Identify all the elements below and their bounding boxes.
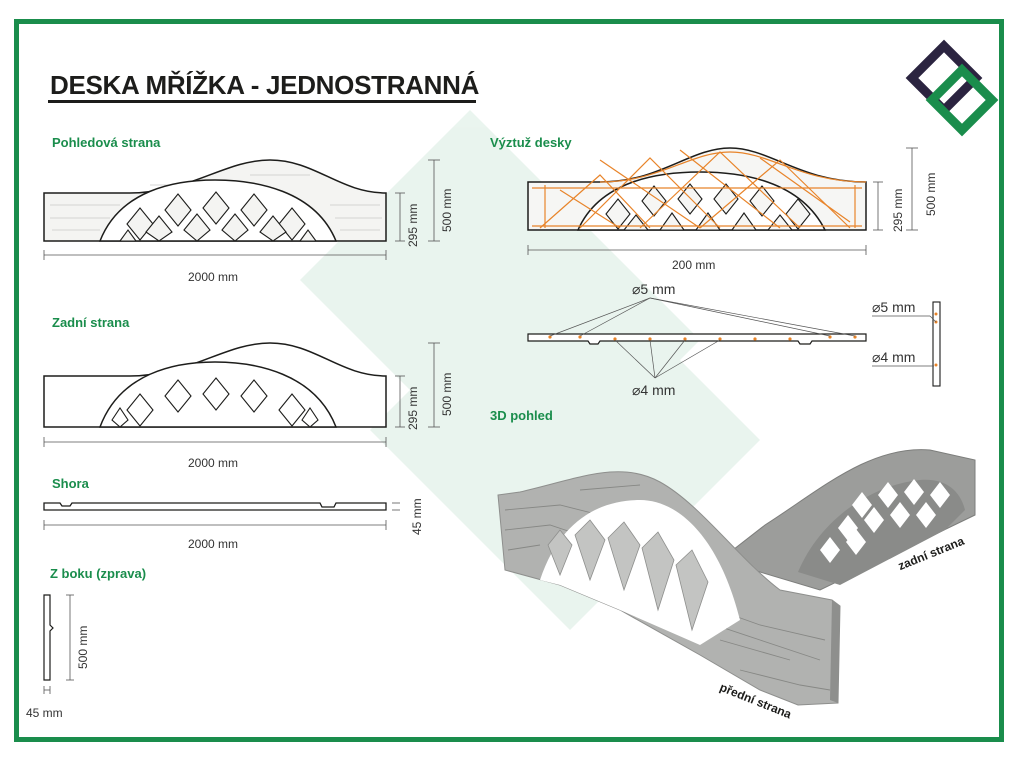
section-back-label: Zadní strana (52, 315, 130, 330)
section-side-label: Z boku (zprava) (50, 566, 147, 581)
side-rod-4mm-label: ⌀4 mm (872, 349, 916, 365)
section-front-label: Pohledová strana (52, 135, 161, 150)
title-underline (48, 100, 476, 103)
green-frame (14, 19, 1004, 742)
rod-4mm-label: ⌀4 mm (632, 382, 676, 398)
front-500-dimension: 500 mm (440, 188, 454, 232)
section-top-label: Shora (52, 476, 89, 491)
reinforcement-section-side (872, 301, 941, 387)
reinforcement-295-dimension: 295 mm (891, 188, 905, 232)
reinforcement-section-top (527, 297, 867, 379)
page-title: DESKA MŘÍŽKA - JEDNOSTRANNÁ (50, 70, 480, 100)
reinforcement-500-dimension: 500 mm (924, 172, 938, 216)
back-295-dimension: 295 mm (406, 386, 420, 430)
side-view-drawing (43, 594, 74, 694)
reinforcement-width-dimension: 200 mm (672, 258, 716, 272)
section-reinforcement-label: Výztuž desky (490, 135, 572, 150)
top-view-drawing (43, 502, 400, 530)
top-depth-dimension: 45 mm (410, 498, 424, 535)
company-logo (905, 39, 999, 137)
top-width-dimension: 2000 mm (188, 537, 239, 551)
back-width-dimension: 2000 mm (188, 456, 239, 470)
back-view-drawing (43, 342, 440, 447)
front-width-dimension: 2000 mm (188, 270, 239, 284)
side-height-dimension: 500 mm (76, 625, 90, 669)
reinforcement-drawing (527, 147, 918, 255)
front-295-dimension: 295 mm (406, 203, 420, 247)
rod-5mm-label: ⌀5 mm (632, 281, 676, 297)
side-rod-5mm-label: ⌀5 mm (872, 299, 916, 315)
side-depth-dimension: 45 mm (26, 706, 63, 720)
front-view-drawing (43, 159, 440, 260)
section-3d-label: 3D pohled (490, 408, 553, 423)
panel-3d-render (497, 449, 976, 706)
back-500-dimension: 500 mm (440, 372, 454, 416)
